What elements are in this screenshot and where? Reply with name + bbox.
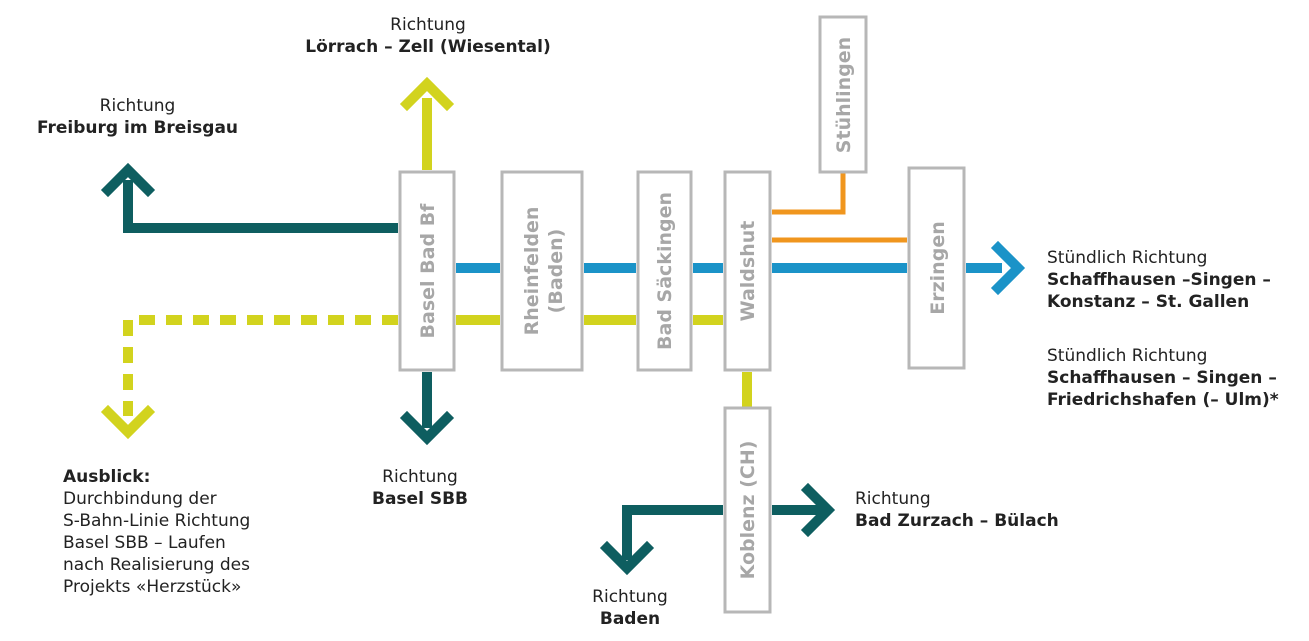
ausblick-line: Durchbindung der <box>63 489 217 509</box>
label-sf-top: Stündlich Richtung <box>1047 346 1208 366</box>
label-freiburg-top: Richtung <box>99 96 176 116</box>
arrow-down-basel-sbb-icon <box>399 410 455 446</box>
label-zurzach-dest: Bad Zurzach – Bülach <box>855 511 1059 531</box>
label-loerrach-dest: Lörrach – Zell (Wiesental) <box>305 37 551 57</box>
label-sf-dest2: Friedrichshafen (– Ulm)* <box>1047 390 1279 410</box>
label-zurzach: Richtung Bad Zurzach – Bülach <box>855 488 1059 532</box>
arrow-up-loerrach-icon <box>399 76 455 112</box>
ausblick-line: S-Bahn-Linie Richtung <box>63 511 251 531</box>
station-name-koblenz: Koblenz (CH) <box>737 441 759 580</box>
label-basel-sbb: Richtung Basel SBB <box>360 466 480 510</box>
label-loerrach: Richtung Lörrach – Zell (Wiesental) <box>273 14 583 58</box>
ausblick-line: nach Realisierung des <box>63 555 250 575</box>
label-sf-dest1: Schaffhausen – Singen – <box>1047 368 1277 388</box>
arrow-down-ausblick-icon <box>100 404 156 440</box>
label-loerrach-top: Richtung <box>390 15 466 35</box>
station-name-rheinfelden-2: (Baden) <box>545 229 567 314</box>
station-waldshut <box>723 170 772 372</box>
station-name-stuehlingen: Stühlingen <box>833 37 855 153</box>
line-baden <box>622 505 723 560</box>
station-name-erzingen: Erzingen <box>927 221 949 314</box>
station-rheinfelden <box>500 170 584 372</box>
arrow-up-freiburg-icon <box>100 162 156 198</box>
station-koblenz <box>723 406 772 614</box>
station-bad-saeckingen <box>636 170 693 372</box>
label-baden: Richtung Baden <box>575 586 685 630</box>
arrow-down-baden-icon <box>599 540 655 576</box>
ausblick-line: Projekts «Herzstück» <box>63 577 242 597</box>
ausblick-title: Ausblick: <box>63 467 151 487</box>
label-schaffhausen-konstanz: Stündlich Richtung Schaffhausen –Singen … <box>1047 247 1271 313</box>
station-name-waldshut: Waldshut <box>737 221 759 322</box>
label-sk-top: Stündlich Richtung <box>1047 248 1208 268</box>
label-sk-dest1: Schaffhausen –Singen – <box>1047 270 1271 290</box>
label-basel-sbb-dest: Basel SBB <box>372 489 468 509</box>
label-baden-top: Richtung <box>592 587 668 607</box>
station-basel-bad-bf <box>398 170 456 372</box>
ausblick-line: Basel SBB – Laufen <box>63 533 226 553</box>
station-stuehlingen <box>818 15 868 174</box>
line-orange-stuehlingen <box>772 172 846 215</box>
label-basel-sbb-top: Richtung <box>382 467 458 487</box>
arrow-right-zurzach-icon <box>800 482 836 538</box>
label-schaffhausen-friedrichshafen: Stündlich Richtung Schaffhausen – Singen… <box>1047 345 1279 411</box>
station-name-basel-bad-bf: Basel Bad Bf <box>417 203 439 339</box>
arrow-right-blue-icon <box>990 240 1026 296</box>
label-freiburg: Richtung Freiburg im Breisgau <box>15 95 260 139</box>
label-zurzach-top: Richtung <box>855 489 931 509</box>
label-baden-dest: Baden <box>599 609 661 629</box>
line-freiburg <box>123 180 398 233</box>
label-ausblick: Ausblick: Durchbindung der S-Bahn-Linie … <box>63 466 250 598</box>
station-erzingen <box>907 166 966 370</box>
station-name-rheinfelden-1: Rheinfelden <box>521 207 543 336</box>
line-ausblick-dashed <box>123 315 398 416</box>
label-freiburg-dest: Freiburg im Breisgau <box>36 118 239 138</box>
label-sk-dest2: Konstanz – St. Gallen <box>1047 292 1250 312</box>
station-name-bad-saeckingen: Bad Säckingen <box>654 192 676 350</box>
